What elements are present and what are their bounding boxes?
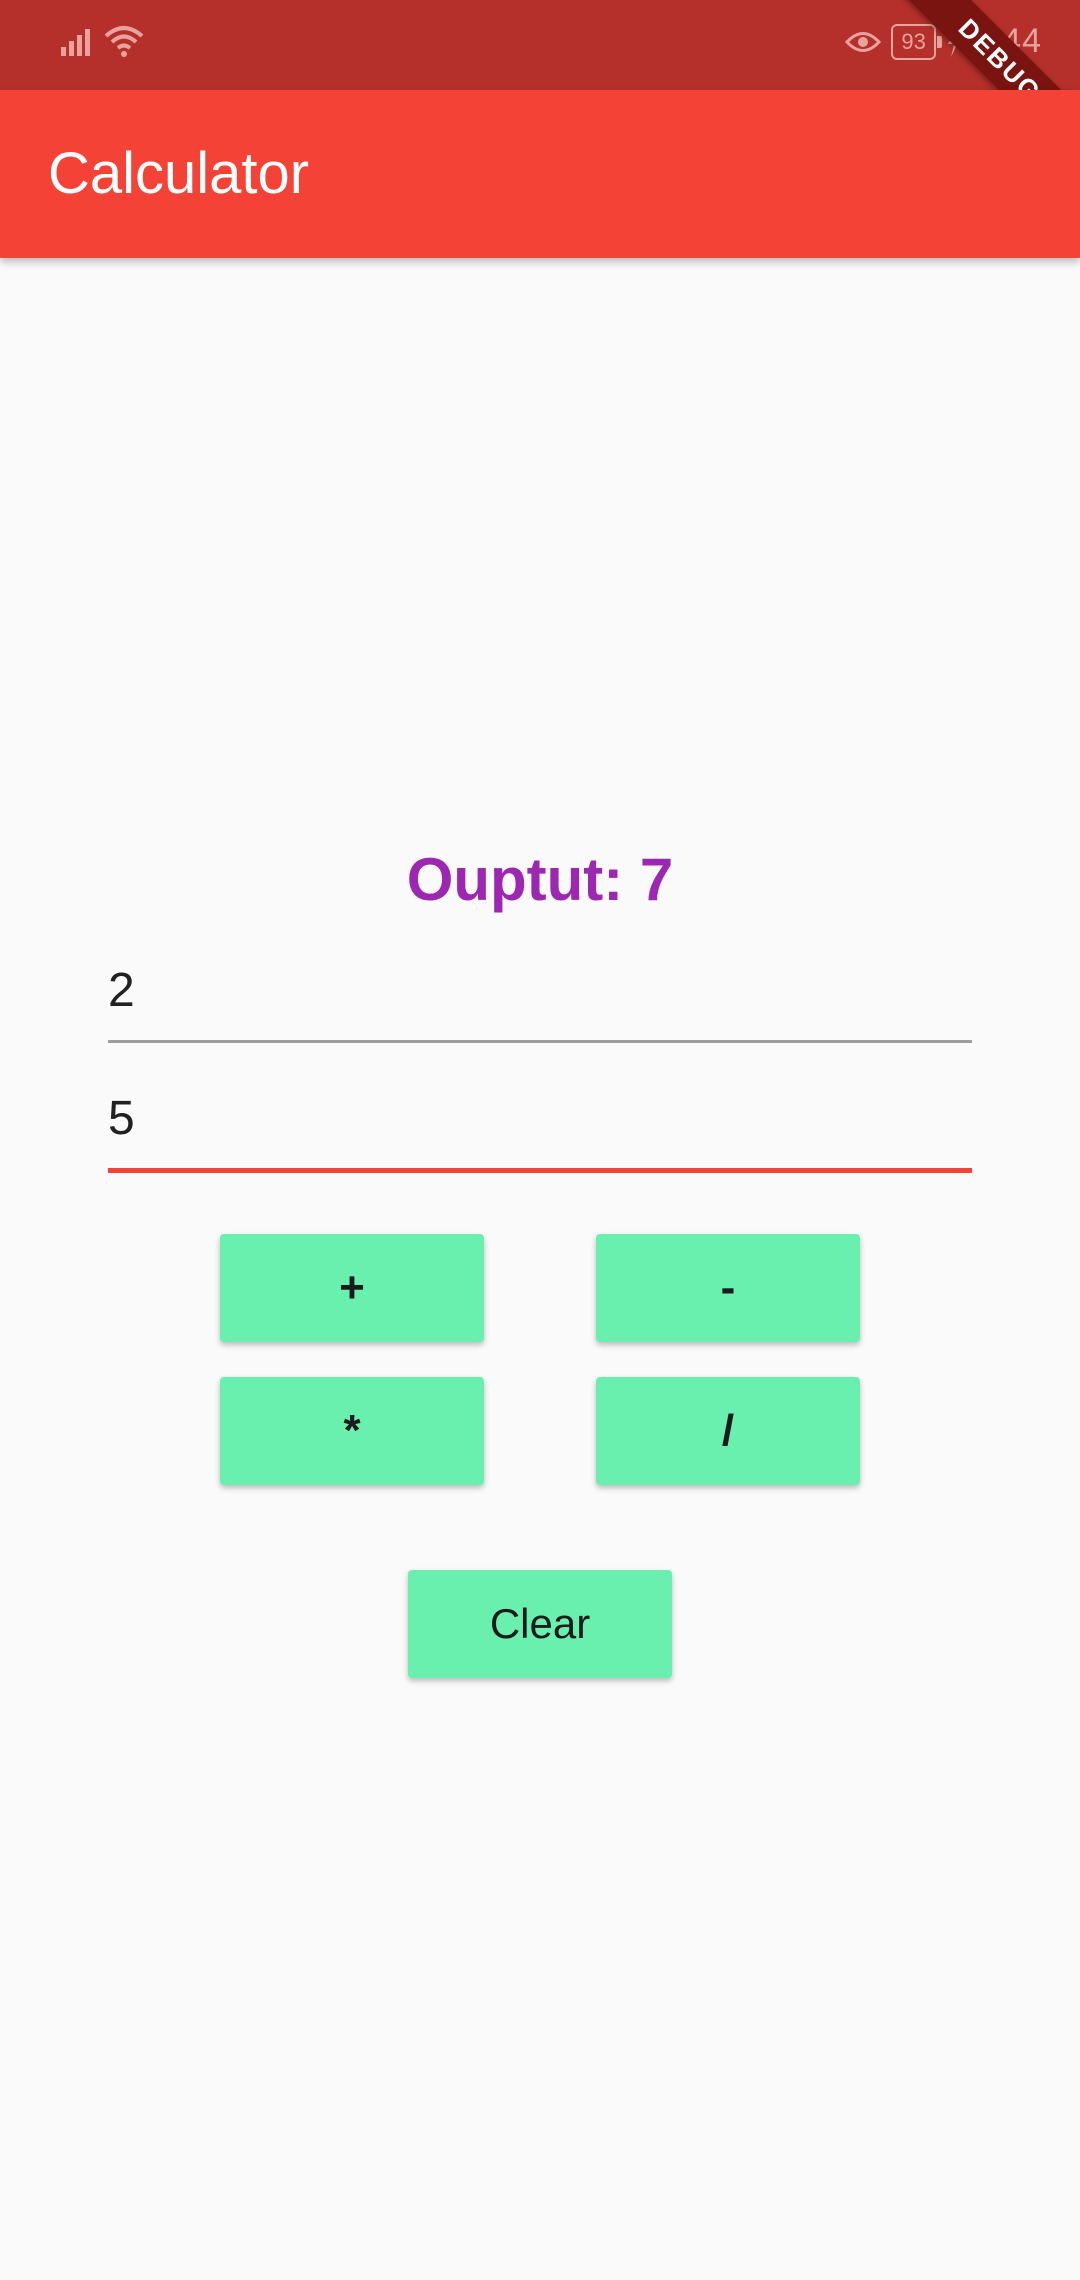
app-bar: Calculator: [0, 90, 1080, 258]
battery-indicator: 93: [891, 23, 943, 60]
wifi-icon: [104, 26, 144, 57]
first-number-field: [108, 940, 972, 1043]
second-number-input[interactable]: [108, 1068, 972, 1168]
status-left-icons: [60, 24, 144, 58]
multiply-button[interactable]: *: [220, 1377, 484, 1485]
first-number-input[interactable]: [108, 940, 972, 1040]
output-text: Ouptut: 7: [406, 846, 674, 913]
app-title: Calculator: [48, 141, 310, 206]
subtract-button[interactable]: -: [596, 1234, 860, 1342]
status-bar: 93 1:44 DEBUG: [0, 0, 1080, 182]
signal-icon: [61, 29, 90, 56]
clear-button[interactable]: Clear: [408, 1570, 672, 1678]
add-button[interactable]: +: [220, 1234, 484, 1342]
divide-button[interactable]: /: [596, 1377, 860, 1485]
second-number-field: [108, 1068, 972, 1173]
eye-icon: [845, 31, 882, 52]
